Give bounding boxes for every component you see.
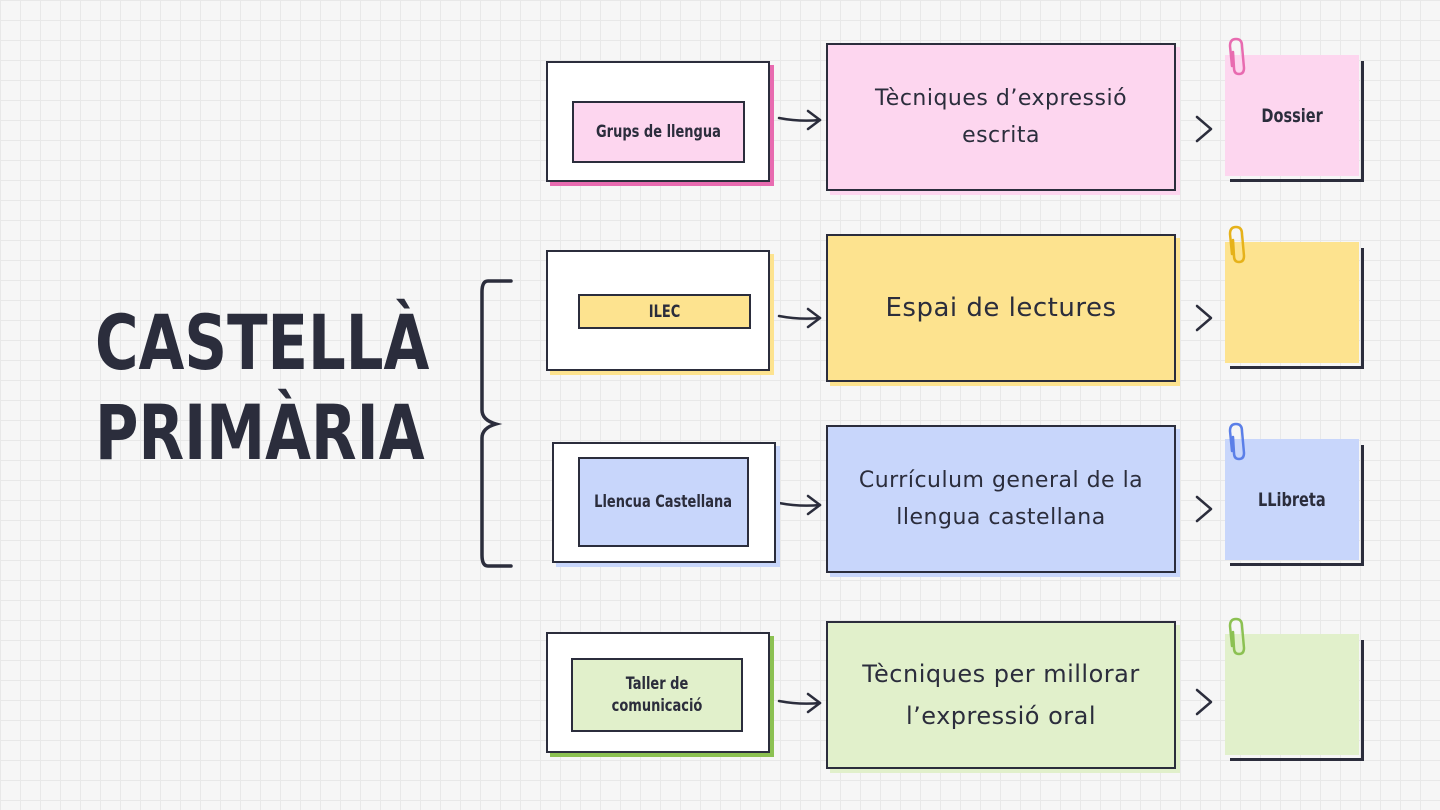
description-box: Currículum general de la llengua castell… [826,425,1176,573]
tag-label: Grups de llengua [596,122,721,142]
description-text: Currículum general de la llengua castell… [858,468,1144,530]
description-box: Tècniques d’expressió escrita [826,43,1176,191]
description-box: Espai de lectures [826,234,1176,382]
chevron-right-icon [1195,688,1213,716]
description-text: Tècniques per millorar l’expressió oral [862,660,1140,730]
resource-note: LLibreta [1225,439,1359,560]
chevron-right-icon [1195,115,1213,143]
arrow-right-icon [777,494,822,516]
tag-label: Taller de comunicació [611,674,703,716]
arrow-right-icon [777,692,822,714]
tag-label-box: Llencua Castellana [578,457,749,547]
note-shadow [1230,61,1364,182]
tag-label-box: Taller de comunicació [571,658,743,732]
note-shadow [1230,640,1364,761]
tag-label-box: ILEC [578,294,751,329]
note-shadow [1230,445,1364,566]
resource-note [1225,242,1359,363]
tag-label-box: Grups de llengua [572,101,745,163]
description-text: Espai de lectures [885,292,1117,323]
arrow-right-icon [777,109,822,131]
description-text: Tècniques d’expressió escrita [874,86,1128,148]
resource-note [1225,634,1359,755]
tag-label: Llencua Castellana [594,492,733,512]
resource-note: Dossier [1225,55,1359,176]
chevron-right-icon [1195,495,1213,523]
paperclip-icon [1228,617,1246,656]
resource-label: Dossier [1261,104,1323,127]
paperclip-icon [1228,225,1246,264]
tag-label: ILEC [648,301,681,322]
paperclip-icon [1228,422,1246,461]
chevron-right-icon [1195,304,1213,332]
note-shadow [1230,248,1364,369]
curly-brace-icon [480,279,513,568]
arrow-right-icon [777,307,822,329]
paperclip-icon [1228,37,1246,76]
description-box: Tècniques per millorar l’expressió oral [826,621,1176,769]
resource-label: LLibreta [1258,488,1326,511]
